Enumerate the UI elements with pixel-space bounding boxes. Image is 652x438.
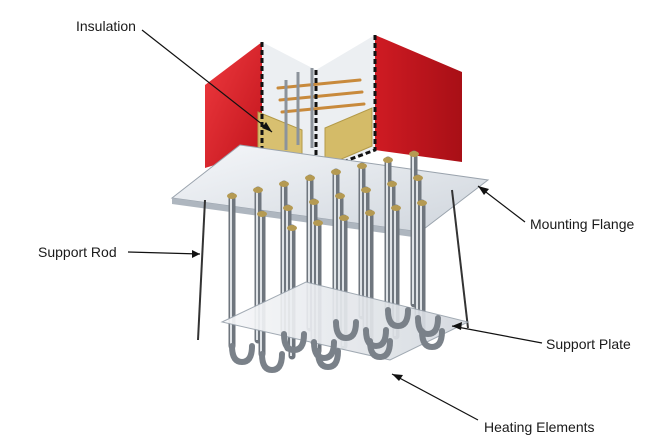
housing-left-wall — [205, 42, 262, 168]
label-insulation: Insulation — [76, 18, 136, 34]
element-terminal-cap — [305, 175, 315, 181]
leader-support-plate — [451, 325, 543, 344]
element-terminal-cap — [357, 163, 367, 169]
label-support-plate: Support Plate — [546, 336, 631, 352]
terminal-studs — [284, 68, 314, 150]
heating-element-u-bend — [259, 351, 285, 374]
element-terminal-cap — [287, 225, 297, 231]
leader-arrowheads — [192, 122, 489, 381]
label-heating-elements: Heating Elements — [484, 419, 595, 435]
heating-element-u-bend — [333, 319, 359, 342]
leader-lines — [127, 29, 543, 421]
label-support-rod: Support Rod — [38, 244, 117, 260]
bus-bars — [276, 78, 366, 114]
heating-element-u-bend — [229, 343, 255, 366]
element-terminal-cap — [283, 205, 293, 211]
element-terminal-cap — [279, 181, 289, 187]
element-terminal-cap — [257, 211, 267, 217]
element-terminal-cap — [387, 181, 397, 187]
insulation-block-right — [324, 107, 373, 167]
element-terminal-cap — [331, 169, 341, 175]
element-terminal-cap — [413, 175, 423, 181]
element-terminal-cap — [365, 210, 375, 216]
element-u-bends — [229, 307, 445, 374]
housing-right-wall — [375, 35, 462, 162]
heating-element-u-bend — [311, 339, 337, 362]
element-terminal-cap — [417, 200, 427, 206]
label-mounting-flange: Mounting Flange — [530, 216, 635, 232]
element-terminal-cap — [227, 193, 237, 199]
leader-heating-elements — [391, 373, 479, 421]
element-terminal-cap — [313, 220, 323, 226]
element-terminal-cap — [339, 215, 349, 221]
heating-element-u-bend — [315, 348, 341, 371]
element-terminal-cap — [309, 199, 319, 205]
element-terminal-cap — [253, 187, 263, 193]
heating-element-u-bend — [367, 338, 393, 361]
heating-element-u-bend — [419, 328, 445, 351]
element-terminal-cap — [383, 157, 393, 163]
element-terminal-cap — [361, 187, 371, 193]
support-rods — [197, 189, 469, 341]
leader-insulation — [141, 29, 273, 133]
element-terminal-cap — [335, 193, 345, 199]
heating-element-u-bend — [363, 327, 389, 350]
heating-element-u-bend — [415, 315, 441, 338]
element-terminal-cap — [409, 151, 419, 157]
element-terminal-cap — [391, 205, 401, 211]
heating-element-u-bend — [385, 307, 411, 330]
heating-element-u-bend — [281, 331, 307, 354]
leader-support-rod — [127, 251, 201, 255]
